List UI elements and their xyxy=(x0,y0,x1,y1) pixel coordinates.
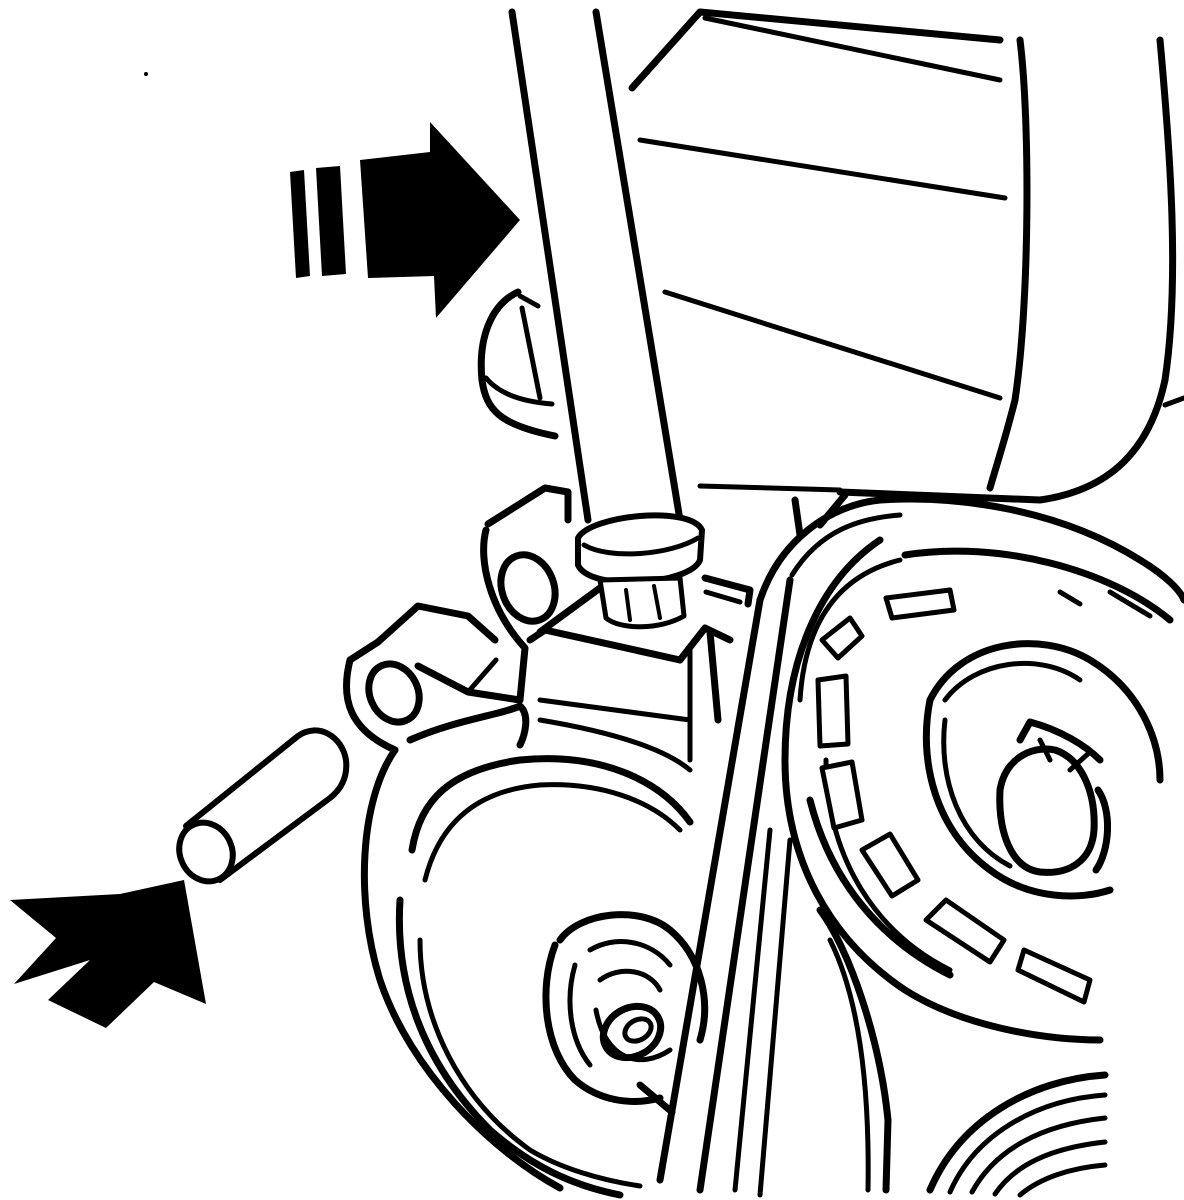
tensioner-pulley xyxy=(360,746,709,1199)
socket xyxy=(575,512,705,586)
locking-pin xyxy=(176,727,350,885)
arrow-bottom-left-icon xyxy=(10,880,206,1028)
engine-block xyxy=(477,8,1184,504)
crankshaft-pulley xyxy=(781,536,1174,1044)
tensioner-bolt xyxy=(597,575,687,630)
lower-pulley xyxy=(816,906,1109,1198)
drive-belt xyxy=(656,491,1184,1198)
arrow-top-icon xyxy=(290,122,520,318)
ink-speck xyxy=(144,72,148,76)
ratchet-extension xyxy=(508,8,684,524)
tensioner-bracket xyxy=(342,484,754,773)
